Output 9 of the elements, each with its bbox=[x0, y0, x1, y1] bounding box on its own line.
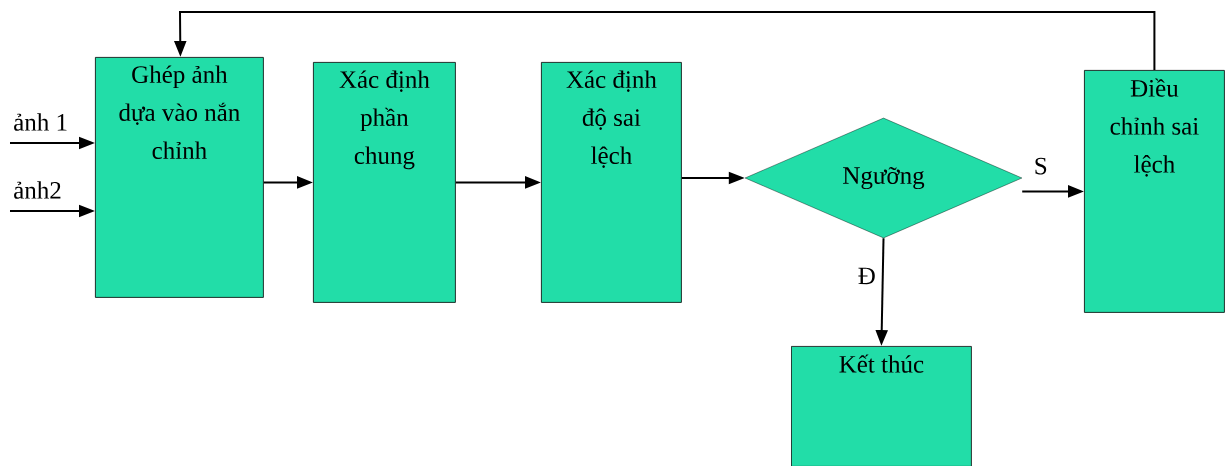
process-box: Ghép ảnh dựa vào nắn chỉnh bbox=[95, 57, 264, 298]
edge-label: S bbox=[1032, 156, 1049, 176]
process-box: Xác định phần chung bbox=[313, 62, 456, 303]
input-label: ảnh2 bbox=[14, 181, 61, 199]
process-box: Điều chỉnh sai lệch bbox=[1084, 70, 1225, 313]
input-label: ảnh 1 bbox=[14, 113, 67, 131]
edge-label: Đ bbox=[856, 266, 877, 286]
process-box: Kết thúc bbox=[791, 346, 972, 466]
process-box: Xác định độ sai lệch bbox=[541, 62, 682, 303]
